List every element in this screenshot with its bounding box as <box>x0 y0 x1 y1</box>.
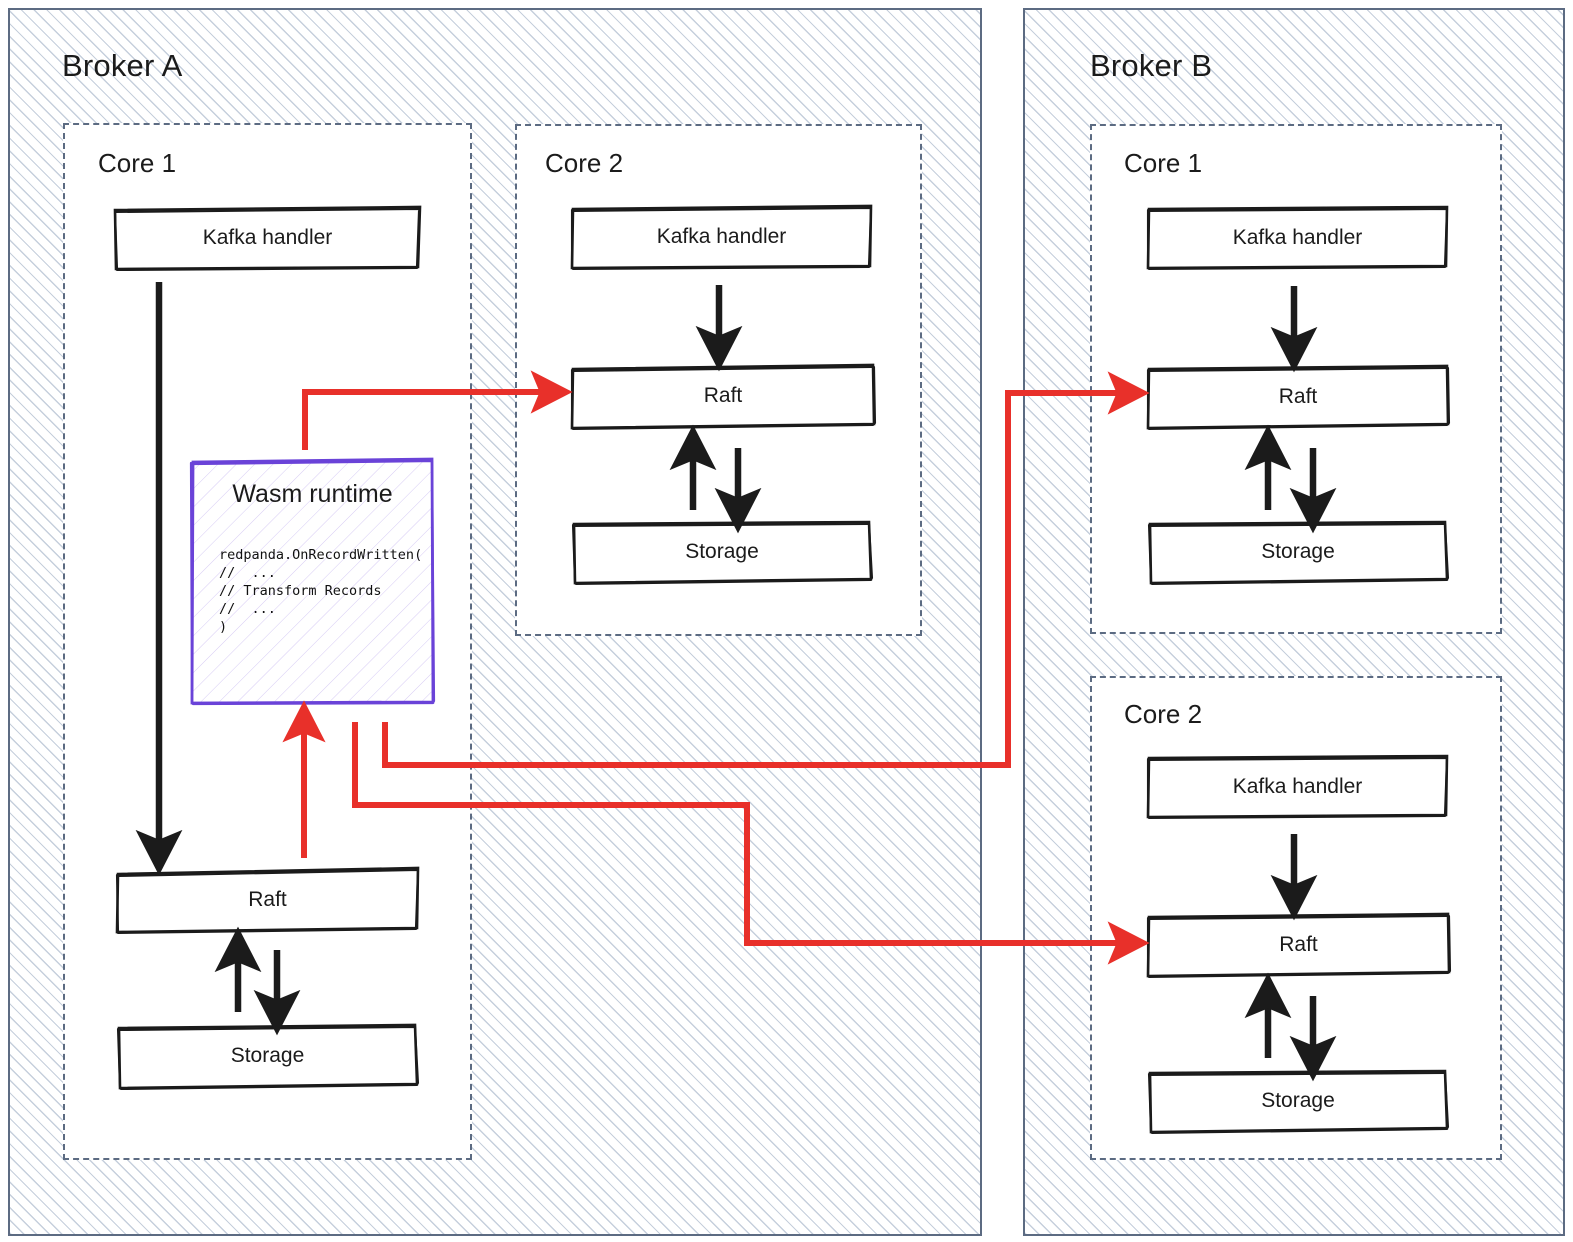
broker-b-core-1-title: Core 1 <box>1124 148 1203 178</box>
rough-rect <box>116 1023 420 1091</box>
rough-rect <box>571 520 874 586</box>
code-line-0: redpanda.OnRecordWritten( <box>219 547 423 563</box>
node-a1-raft[interactable]: Raft <box>115 866 420 935</box>
rough-rect <box>113 205 422 272</box>
node-a2-raft[interactable]: Raft <box>570 362 877 431</box>
node-a1-wasm-runtime[interactable]: Wasm runtime redpanda.OnRecordWritten( /… <box>189 456 436 706</box>
rough-rect <box>115 866 420 935</box>
node-a1-kafka-handler[interactable]: Kafka handler <box>113 205 422 272</box>
rough-rect <box>570 363 877 431</box>
node-a1-storage[interactable]: Storage <box>116 1022 420 1091</box>
code-line-3: // ... <box>219 601 276 618</box>
node-b1-storage[interactable]: Storage <box>1147 519 1450 586</box>
node-b1-kafka-handler[interactable]: Kafka handler <box>1146 205 1449 271</box>
node-b2-raft[interactable]: Raft <box>1146 911 1452 979</box>
code-line-2: // Transform Records <box>219 583 382 600</box>
node-b1-raft[interactable]: Raft <box>1146 363 1451 431</box>
broker-a-core-1-title: Core 1 <box>98 148 177 178</box>
wasm-runtime-title: Wasm runtime <box>232 480 393 508</box>
broker-b-core-2-title: Core 2 <box>1124 699 1203 729</box>
rough-rect <box>1147 1069 1450 1135</box>
node-b2-kafka-handler[interactable]: Kafka handler <box>1146 754 1449 820</box>
rough-rect <box>1146 364 1451 431</box>
code-line-4: ) <box>219 619 228 636</box>
rough-rect <box>1146 205 1449 271</box>
code-line-1: // ... <box>219 565 276 582</box>
broker-a-core-2-title: Core 2 <box>545 148 624 178</box>
wasm-code-snippet: redpanda.OnRecordWritten( // ... // Tran… <box>219 546 422 636</box>
rough-rect <box>570 204 873 271</box>
node-a2-kafka-handler[interactable]: Kafka handler <box>570 204 873 271</box>
node-b2-storage[interactable]: Storage <box>1147 1068 1450 1135</box>
rough-rect <box>1146 754 1449 820</box>
rough-rect <box>1147 520 1450 586</box>
broker-b-title: Broker B <box>1090 48 1213 83</box>
rough-rect <box>1146 912 1452 979</box>
broker-a-title: Broker A <box>62 48 183 83</box>
node-a2-storage[interactable]: Storage <box>571 519 874 586</box>
